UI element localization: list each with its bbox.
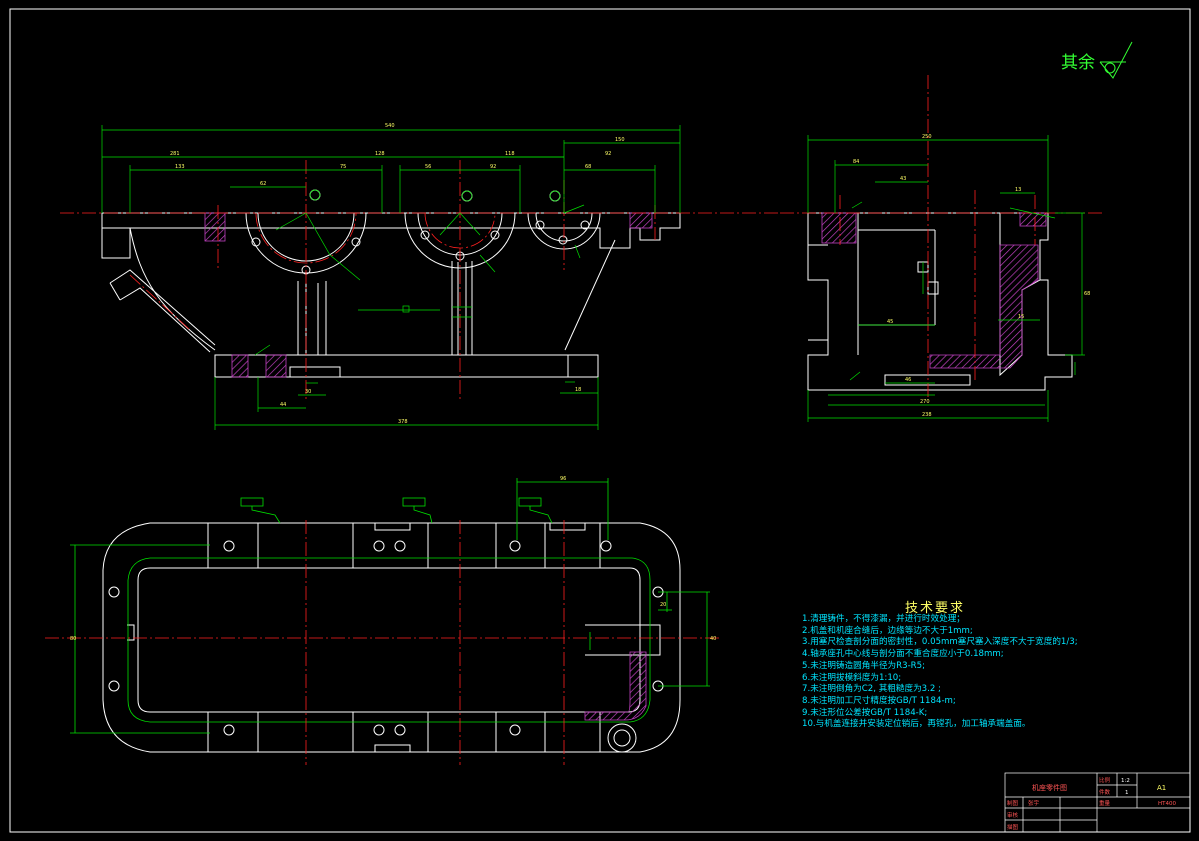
svg-text:描图: 描图: [1007, 823, 1019, 831]
tech-requirement-item: 9.未注形位公差按GB/T 1184-K;: [802, 707, 928, 718]
svg-text:270: 270: [920, 399, 930, 405]
svg-text:281: 281: [170, 151, 180, 157]
svg-text:13: 13: [1015, 187, 1021, 193]
title-block-texts: 机座零件图 比例 1:2 件数 1 A1 HT400 重量 制图 张宇 审核 描…: [1007, 776, 1176, 831]
svg-text:1:2: 1:2: [1121, 778, 1130, 784]
tech-requirement-item: 10.与机盖连接并安装定位销后，再镗孔，加工轴承端盖面。: [802, 719, 1031, 730]
tech-requirement-item: 2.机盖和机座合缝后，边缘等边不大于1mm;: [802, 625, 973, 636]
tech-requirement-item: 3.用塞尺检查剖分面的密封性，0.05mm塞尺塞入深度不大于宽度的1/3;: [802, 637, 1078, 648]
svg-text:540: 540: [385, 123, 395, 129]
svg-text:92: 92: [605, 151, 611, 157]
svg-text:18: 18: [575, 387, 581, 393]
side-dimensions: [807, 135, 1085, 422]
plan-dimension-texts: 96 40 80 20: [70, 476, 716, 642]
svg-text:张宇: 张宇: [1028, 799, 1040, 807]
svg-text:128: 128: [375, 151, 385, 157]
tech-requirement-item: 1.清理铸件，不得漆漏，并进行时效处理；: [802, 614, 965, 624]
roughness-symbol-icon: [1099, 41, 1133, 79]
svg-text:378: 378: [398, 419, 408, 425]
tech-requirements-list: 1.清理铸件，不得漆漏，并进行时效处理； 2.机盖和机座合缝后，边缘等边不大于1…: [802, 614, 1078, 731]
svg-text:比例: 比例: [1099, 776, 1111, 784]
svg-text:制图: 制图: [1007, 799, 1019, 807]
svg-text:件数: 件数: [1099, 788, 1111, 796]
svg-text:150: 150: [615, 137, 625, 143]
svg-text:238: 238: [922, 412, 932, 418]
plan-section-hatch: [584, 651, 647, 721]
svg-text:46: 46: [905, 377, 911, 383]
drawing-border: [9, 8, 1191, 833]
svg-text:92: 92: [490, 164, 496, 170]
front-centerlines: [60, 160, 780, 400]
front-view: [101, 189, 681, 378]
svg-text:30: 30: [305, 389, 311, 395]
side-section-hatch: [821, 212, 1047, 369]
svg-text:43: 43: [900, 176, 906, 182]
side-centerlines: [780, 75, 1105, 400]
svg-text:250: 250: [922, 134, 932, 140]
svg-text:40: 40: [710, 636, 716, 642]
svg-text:45: 45: [887, 319, 893, 325]
svg-text:75: 75: [340, 164, 346, 170]
svg-text:118: 118: [505, 151, 515, 157]
side-dimension-texts: 250 84 43 13 45 15 270 238 46 68: [853, 134, 1090, 418]
svg-text:133: 133: [175, 164, 185, 170]
tech-requirement-item: 4.轴承座孔中心线与剖分面不重合度应小于0.18mm;: [802, 649, 1004, 660]
svg-text:20: 20: [660, 602, 666, 608]
svg-text:80: 80: [70, 636, 76, 642]
front-section-hatch: [204, 212, 653, 378]
svg-text:68: 68: [1084, 291, 1090, 297]
tech-requirement-item: 8.未注明加工尺寸精度按GB/T 1184-m;: [802, 695, 956, 706]
tech-requirement-item: 7.未注明倒角为C2, 其粗糙度为3.2 ;: [802, 684, 941, 695]
svg-text:1: 1: [1125, 790, 1129, 796]
svg-text:A1: A1: [1157, 784, 1166, 792]
plan-centerlines: [45, 520, 720, 765]
svg-text:15: 15: [1018, 314, 1024, 320]
svg-text:44: 44: [280, 402, 286, 408]
tech-requirement-item: 5.未注明铸造圆角半径为R3-R5;: [802, 660, 926, 671]
roughness-note: 其余: [1061, 53, 1095, 73]
drawing-name: 机座零件图: [1032, 783, 1067, 792]
svg-text:审核: 审核: [1007, 811, 1019, 819]
title-block: [1004, 772, 1191, 833]
svg-text:62: 62: [260, 181, 266, 187]
plan-green-lines: [70, 478, 710, 734]
front-dimension-texts: 540 281 133 62 75 128 56 92 118 68 92 15…: [170, 123, 625, 425]
svg-text:96: 96: [560, 476, 566, 482]
svg-text:84: 84: [853, 159, 859, 165]
front-dimensions: [101, 125, 681, 430]
svg-text:56: 56: [425, 164, 431, 170]
tech-requirements-title: 技术要求: [905, 601, 966, 616]
svg-text:HT400: HT400: [1158, 801, 1176, 807]
tech-requirement-item: 6.未注明拔模斜度为1:10;: [802, 672, 902, 683]
svg-text:68: 68: [585, 164, 591, 170]
svg-text:重量: 重量: [1099, 799, 1111, 807]
